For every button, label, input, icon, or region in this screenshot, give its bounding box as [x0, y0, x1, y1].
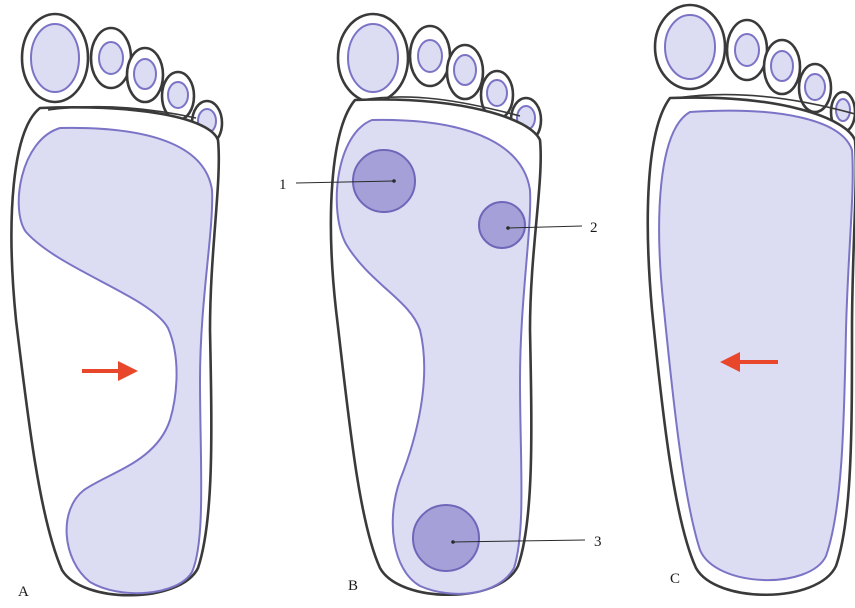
panel-c: C	[648, 5, 855, 595]
marker-3-label: 3	[594, 534, 602, 550]
pressure-point-2	[479, 202, 525, 248]
panel-b-label: B	[348, 578, 358, 594]
panel-c-label: C	[670, 571, 680, 587]
marker-1-label: 1	[279, 177, 287, 193]
marker-2-label: 2	[590, 220, 598, 236]
panel-a: A	[11, 14, 222, 600]
panel-b: 1 2 3 B	[279, 14, 602, 595]
pressure-point-3	[413, 505, 479, 571]
panel-a-label: A	[18, 584, 29, 600]
